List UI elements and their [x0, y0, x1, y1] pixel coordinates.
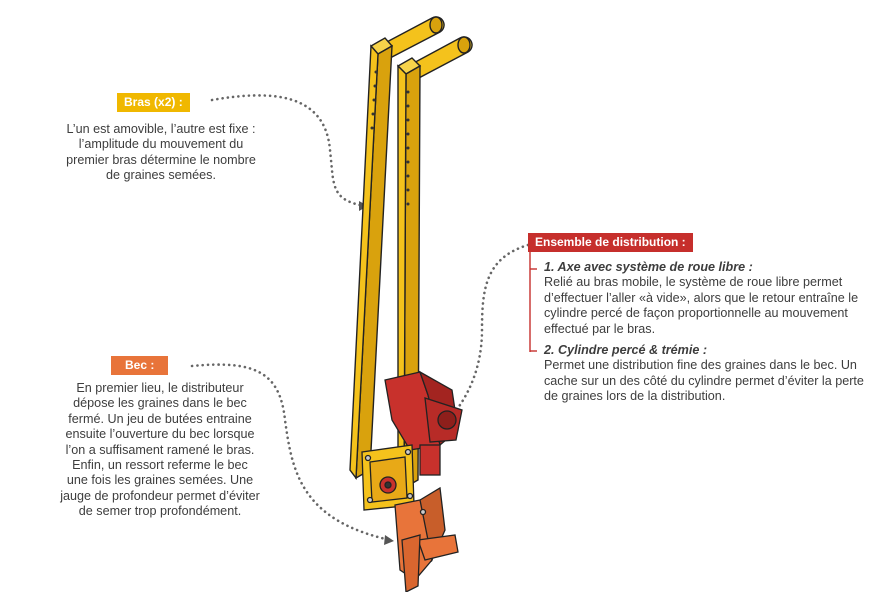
ensemble-item-1: 1. Axe avec système de roue libre : Reli… — [544, 260, 876, 337]
ensemble-title: Ensemble de distribution : — [528, 233, 693, 252]
distribution-assembly — [384, 370, 463, 476]
leader-ensemble — [453, 243, 530, 414]
ensemble-item-2-title: 2. Cylindre percé & trémie : — [544, 343, 708, 357]
ensemble-item-1-text: Relié au bras mobile, le système de roue… — [544, 275, 859, 336]
beak — [394, 486, 459, 592]
bec-title: Bec : — [111, 356, 169, 375]
bec-description: En premier lieu, le distributeur dépose … — [60, 381, 260, 519]
leader-lines — [190, 94, 530, 542]
adjustment-holes — [370, 70, 410, 206]
frame-plate — [361, 444, 415, 511]
handle-grips — [382, 16, 473, 81]
ensemble-item-1-title: 1. Axe avec système de roue libre : — [544, 260, 753, 274]
ensemble-item-2-text: Permet une distribution fine des graines… — [544, 358, 864, 404]
arrowhead-bec — [384, 535, 394, 545]
ensemble-item-2: 2. Cylindre percé & trémie : Permet une … — [544, 343, 876, 405]
arm-back — [349, 37, 394, 480]
bras-description: L’un est amovible, l’autre est fixe : l’… — [66, 122, 256, 183]
bras-title: Bras (x2) : — [117, 93, 190, 112]
leader-bras — [210, 94, 367, 208]
ensemble-bracket — [529, 252, 537, 352]
